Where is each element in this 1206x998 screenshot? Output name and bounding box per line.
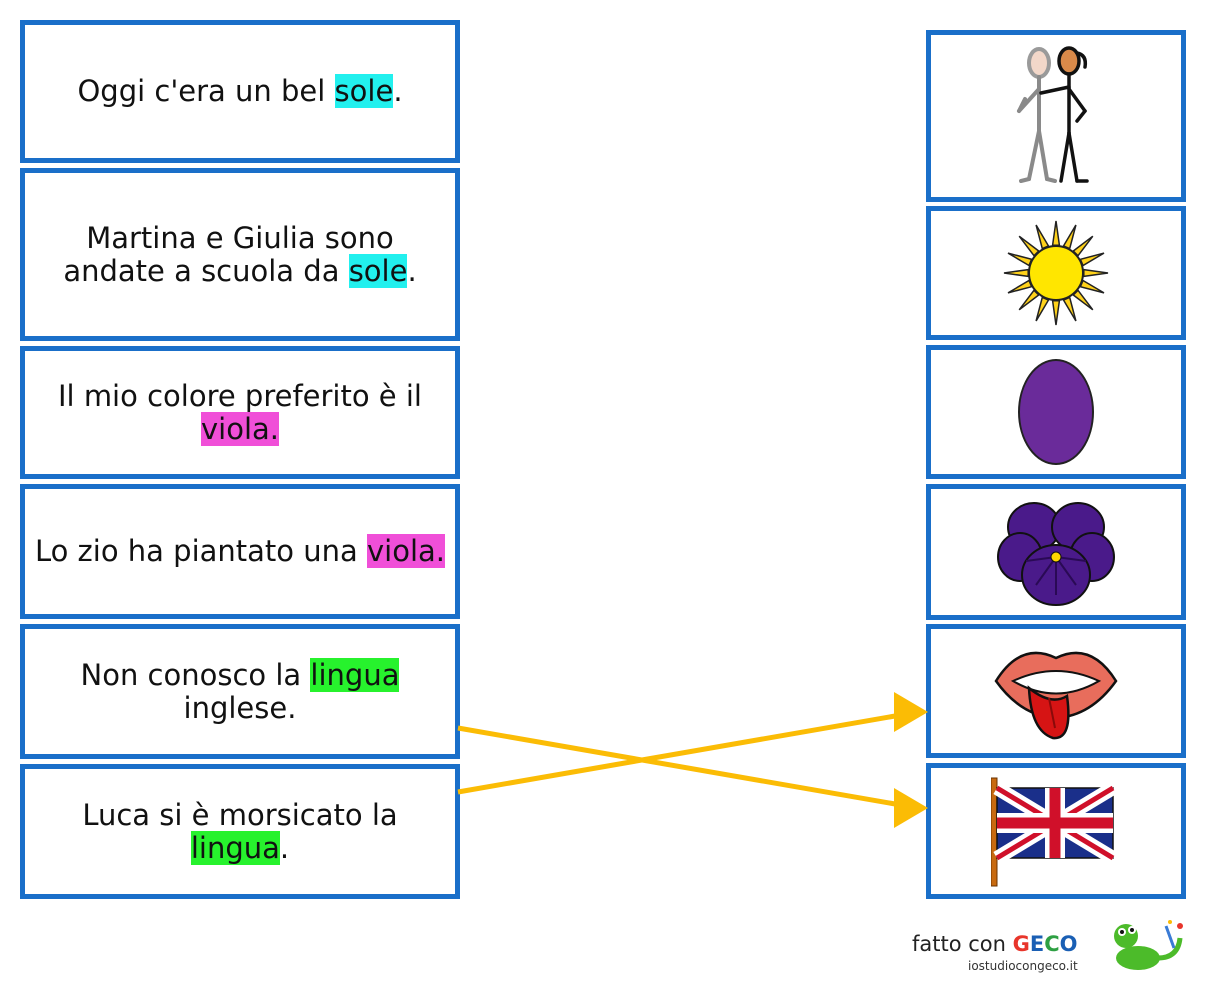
- picture-card-4[interactable]: [926, 484, 1186, 620]
- sentence-card-3[interactable]: Il mio colore preferito è il viola.: [20, 346, 460, 479]
- gecko-mascot-icon: [1114, 920, 1183, 970]
- sentence-text: Il mio colore preferito è il viola.: [57, 378, 422, 446]
- highlighted-word: sole: [334, 74, 394, 108]
- sentence-card-2[interactable]: Martina e Giulia sono andate a scuola da…: [20, 168, 460, 341]
- picture-card-5[interactable]: [926, 624, 1186, 758]
- mouth-tongue-icon: [994, 651, 1118, 740]
- highlighted-word: sole: [348, 253, 408, 288]
- uk-flag-icon: [991, 777, 1117, 886]
- picture-card-1[interactable]: [926, 30, 1186, 202]
- pansy-flower-icon: [997, 501, 1115, 606]
- sentence-text: Martina e Giulia sono andate a scuola da…: [63, 220, 417, 288]
- sentence-text: Luca si è morsicato la lingua.: [82, 797, 398, 865]
- purple-oval-icon: [1018, 359, 1094, 465]
- sentence-text: Non conosco la lingua inglese.: [80, 657, 400, 725]
- picture-card-3[interactable]: [926, 345, 1186, 479]
- picture-card-2[interactable]: [926, 206, 1186, 340]
- arrowhead: [894, 788, 928, 828]
- picture-card-6[interactable]: [926, 763, 1186, 899]
- sentence-text: Lo zio ha piantato una viola.: [34, 534, 446, 568]
- sentence-text: Oggi c'era un bel sole.: [77, 74, 403, 108]
- logo-text: fatto con GECO: [912, 932, 1078, 956]
- sentence-card-6[interactable]: Luca si è morsicato la lingua.: [20, 764, 460, 899]
- highlighted-word: viola.: [200, 411, 279, 446]
- sentence-card-5[interactable]: Non conosco la lingua inglese.: [20, 624, 460, 759]
- two-people-icon: [1017, 46, 1089, 183]
- sun-icon: [1003, 220, 1109, 326]
- highlighted-word: lingua: [310, 657, 400, 692]
- highlighted-word: viola.: [367, 534, 446, 568]
- logo-url: iostudiocongeco.it: [968, 959, 1078, 973]
- highlighted-word: lingua: [190, 830, 280, 865]
- arrow-sentence6-to-tongue[interactable]: [457, 709, 919, 795]
- sentence-card-1[interactable]: Oggi c'era un bel sole.: [20, 20, 460, 163]
- geco-logo: fatto con GECO iostudiocongeco.it: [912, 916, 1192, 980]
- sentence-card-4[interactable]: Lo zio ha piantato una viola.: [20, 484, 460, 619]
- arrowhead: [894, 692, 928, 732]
- arrow-sentence5-to-flag[interactable]: [457, 725, 919, 811]
